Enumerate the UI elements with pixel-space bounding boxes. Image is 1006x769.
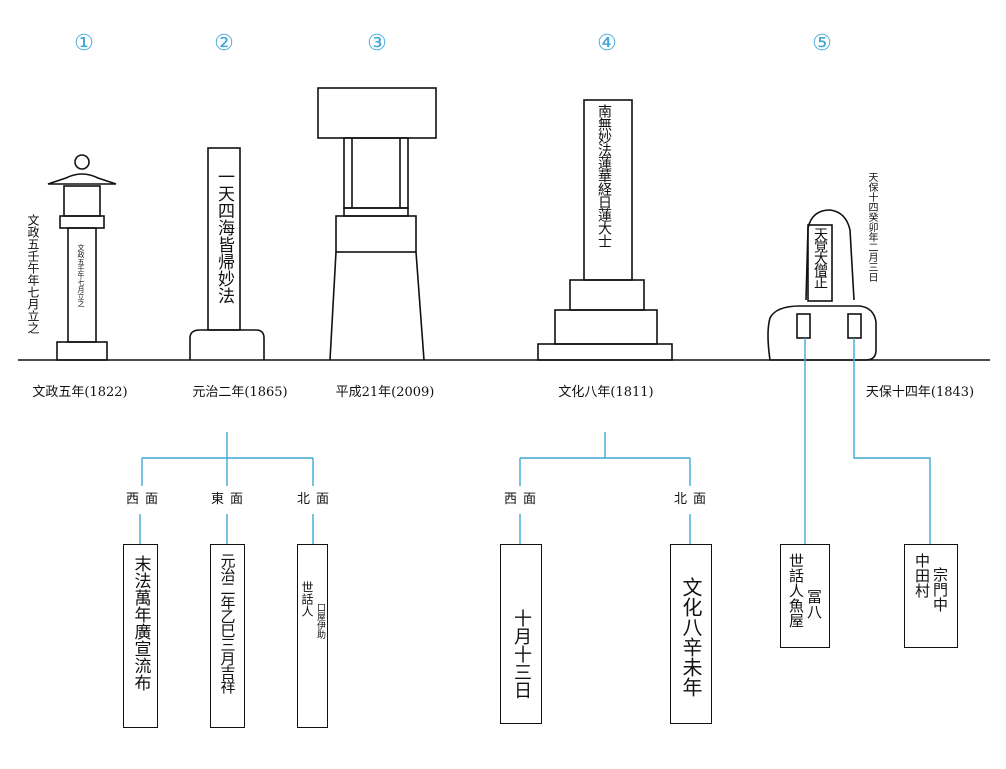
inscription-box-m5-b: 中田村 宗門中 xyxy=(904,544,958,648)
roofed-shrine-3 xyxy=(317,87,437,361)
face-label-m2-north: 北面 xyxy=(296,492,336,507)
face-label-m2-west: 西面 xyxy=(125,492,165,507)
natural-stone-5 xyxy=(767,209,877,361)
monument-2-text: 一天四海皆帰妙法 xyxy=(214,168,234,304)
inscription-box-m2-east: 元治二年乙巳三月吉祥 xyxy=(210,544,245,728)
stone-pillar-2 xyxy=(189,147,265,360)
monument-4-text: 南無妙法蓮華経日蓮大士 xyxy=(596,104,612,247)
date-3: 平成21年(2009) xyxy=(335,385,435,400)
date-4: 文化八年(1811) xyxy=(558,385,654,400)
inscription-text-line-2: 冨八 xyxy=(805,589,823,619)
inscription-text-line-1: 世話人魚屋 xyxy=(787,553,805,628)
face-label-m4-west: 西面 xyxy=(503,492,543,507)
inscription-box-m2-north: 世話人 口屋伊助 xyxy=(297,544,328,728)
monument-1-post-text: 文政五壬午七月立之 xyxy=(77,244,85,307)
inscription-text-line-2: 口屋伊助 xyxy=(315,603,325,639)
monument-5-side-text: 天保十四癸卯年二月三日 xyxy=(866,172,877,282)
inscription-text: 元治二年乙巳三月吉祥 xyxy=(218,553,237,693)
monument-number-4: ④ xyxy=(597,31,617,56)
monument-number-1: ① xyxy=(74,31,94,56)
monument-number-2: ② xyxy=(214,31,234,56)
inscription-text: 文化八辛未年 xyxy=(679,577,703,697)
monument-number-5: ⑤ xyxy=(812,31,832,56)
inscription-box-m2-west: 末法萬年廣宣流布 xyxy=(123,544,158,728)
date-5: 天保十四年(1843) xyxy=(865,385,975,400)
inscription-box-m5-a: 世話人魚屋 冨八 xyxy=(780,544,830,648)
date-1: 文政五年(1822) xyxy=(32,385,128,400)
inscription-text: 末法萬年廣宣流布 xyxy=(130,555,151,691)
face-label-m2-east: 東面 xyxy=(210,492,250,507)
date-2: 元治二年(1865) xyxy=(192,385,288,400)
inscription-box-m4-north: 文化八辛未年 xyxy=(670,544,712,724)
inscription-text: 十月十三日 xyxy=(511,609,532,699)
inscription-text-line-1: 世話人 xyxy=(300,581,314,617)
inscription-text-line-2: 宗門中 xyxy=(931,567,949,612)
tiered-stele-4 xyxy=(537,99,673,361)
monument-5-text: 天覚大僧正 xyxy=(812,227,828,287)
face-label-m4-north: 北面 xyxy=(673,492,713,507)
connector-lines xyxy=(139,338,931,544)
stone-lantern-1 xyxy=(47,154,117,361)
inscription-text-line-1: 中田村 xyxy=(913,553,931,598)
inscription-box-m4-west: 十月十三日 xyxy=(500,544,542,724)
monument-number-3: ③ xyxy=(367,31,387,56)
monument-1-side-text: 文政五壬午年七月立之 xyxy=(26,214,40,334)
